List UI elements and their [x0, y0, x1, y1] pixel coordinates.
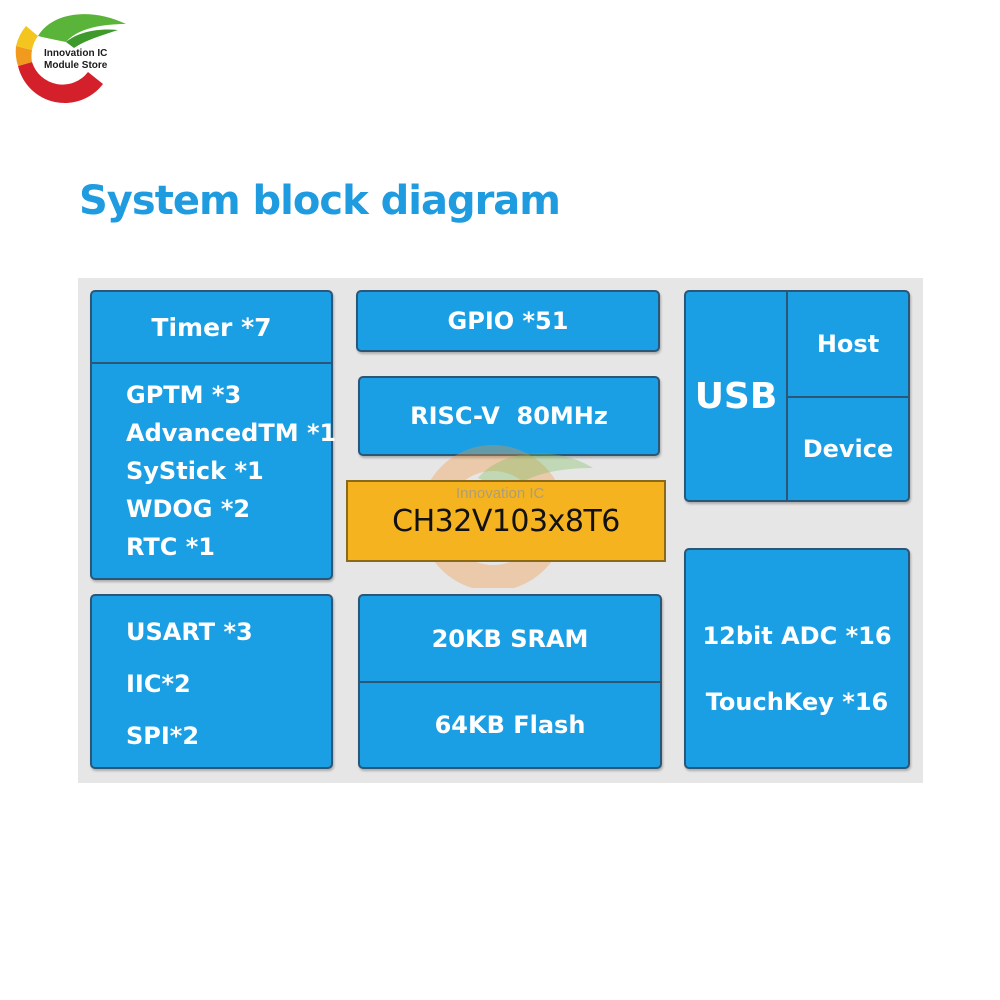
timer-item-advancedtm: AdvancedTM *1 [126, 419, 337, 447]
comms-item-iic: IIC*2 [126, 670, 191, 698]
usb-block: USB Host Device [684, 290, 910, 502]
logo-line-1: Innovation IC [44, 48, 108, 59]
chip-name: CH32V103x8T6 [392, 503, 620, 539]
timer-list: GPTM *3 AdvancedTM *1 SyStick *1 WDOG *2… [126, 376, 336, 566]
comms-item-spi: SPI*2 [126, 722, 200, 750]
logo-text: Innovation IC Module Store [44, 48, 134, 72]
flash-cell: 64KB Flash [360, 683, 660, 767]
block-diagram: Timer *7 GPTM *3 AdvancedTM *1 SyStick *… [78, 278, 923, 783]
usb-divider-h [786, 396, 908, 398]
memory-divider [360, 681, 660, 683]
cpu-label: RISC-V 80MHz [410, 402, 608, 430]
gpio-label: GPIO *51 [447, 307, 569, 335]
timer-divider [92, 362, 331, 364]
timer-item-wdog: WDOG *2 [126, 495, 251, 523]
sram-cell: 20KB SRAM [360, 596, 660, 681]
store-logo: Innovation IC Module Store [8, 6, 128, 106]
touchkey-label: TouchKey *16 [705, 688, 889, 716]
timer-header-label: Timer *7 [151, 312, 272, 342]
usb-host-cell: Host [788, 292, 908, 396]
timer-item-rtc: RTC *1 [126, 533, 215, 561]
comms-block: USART *3 IIC*2 SPI*2 [90, 594, 333, 769]
chip-label-box: CH32V103x8T6 [346, 480, 666, 562]
timer-block: Timer *7 GPTM *3 AdvancedTM *1 SyStick *… [90, 290, 336, 580]
page-title: System block diagram [79, 178, 561, 224]
timer-item-systick: SyStick *1 [126, 457, 264, 485]
usb-device-label: Device [802, 435, 894, 463]
memory-block: 20KB SRAM 64KB Flash [358, 594, 662, 769]
gpio-block: GPIO *51 [356, 290, 660, 352]
timer-header: Timer *7 [92, 292, 331, 362]
logo-line-2: Module Store [44, 60, 108, 71]
analog-block: 12bit ADC *16 TouchKey *16 [684, 548, 910, 769]
watermark-text: Innovation IC [456, 485, 545, 502]
usb-host-label: Host [816, 330, 880, 358]
sram-label: 20KB SRAM [431, 624, 589, 653]
timer-item-gptm: GPTM *3 [126, 381, 242, 409]
logo-leaf-icon [15, 14, 126, 104]
usb-cell: USB [686, 292, 786, 500]
flash-label: 64KB Flash [434, 711, 586, 739]
adc-label: 12bit ADC *16 [702, 622, 892, 650]
cpu-block: RISC-V 80MHz [358, 376, 660, 456]
comms-list: USART *3 IIC*2 SPI*2 [126, 606, 253, 762]
usb-device-cell: Device [788, 398, 908, 500]
usb-label: USB [694, 375, 778, 417]
comms-item-usart: USART *3 [126, 618, 253, 646]
